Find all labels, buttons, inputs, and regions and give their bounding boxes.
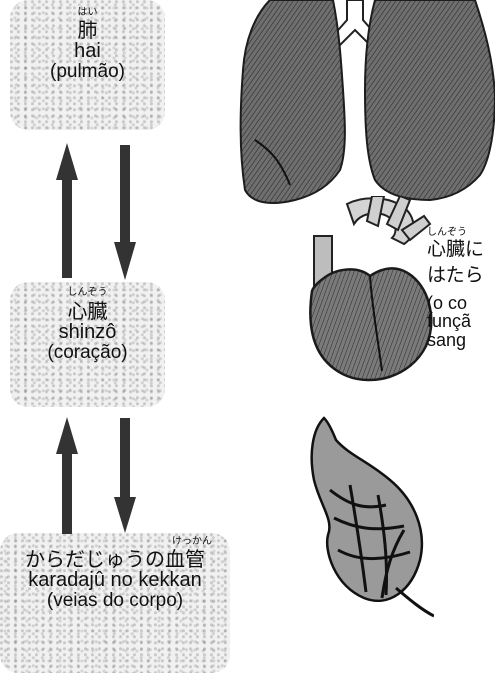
arrow-up-icon [56, 417, 78, 534]
arrow-down-icon [114, 145, 136, 280]
heart-caption-line4: funçã [427, 312, 495, 331]
heart-caption-line1: 心臓に [427, 238, 495, 262]
lungs-illustration [235, 0, 495, 215]
arrow-down-icon [114, 418, 136, 533]
heart-caption-line3: (o co [427, 294, 495, 313]
heart-caption-line2: はたら [427, 264, 495, 288]
heart-caption: しんぞう 心臓に はたら (o co funçã sang [427, 228, 495, 350]
arrow-up-icon [56, 143, 78, 278]
heart-caption-ruby: しんぞう [427, 228, 495, 238]
heart-caption-line5: sang [427, 331, 495, 350]
vessels-illustration [294, 410, 434, 625]
